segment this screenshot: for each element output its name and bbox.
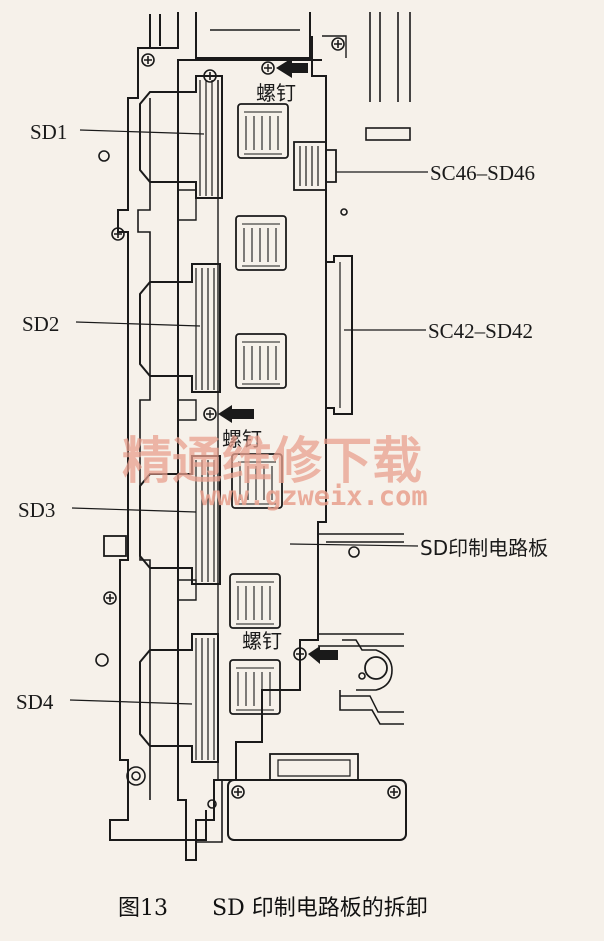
connector-sd1 [139, 75, 223, 199]
label-screw-bottom: 螺钉 [242, 629, 282, 653]
hole [340, 208, 348, 216]
figure-number: 图13 [118, 896, 168, 921]
hole [95, 653, 109, 667]
watermark-text: 精通维修下载 [122, 432, 422, 490]
ic-chips [229, 103, 289, 715]
screw-bottom [293, 646, 338, 664]
screw-hole [141, 53, 155, 67]
hole [207, 799, 217, 809]
screw-top [261, 58, 308, 78]
label-sd4: SD4 [16, 690, 54, 714]
screw-middle [203, 405, 254, 423]
ic-chip [235, 333, 287, 389]
leader-line-sd4 [69, 699, 193, 705]
leader-line-board [289, 543, 419, 547]
screw-hole [231, 785, 245, 799]
ic-chip [231, 453, 283, 509]
label-sc46: SC46–SD46 [430, 161, 535, 185]
label-screw-middle: 螺钉 [222, 427, 262, 451]
label-board: SD印制电路板 [420, 536, 548, 560]
screw-hole [111, 227, 125, 241]
arrow-icon [308, 646, 338, 664]
screw-hole [203, 69, 217, 83]
ic-chip [237, 103, 289, 159]
screw-hole [126, 766, 146, 786]
leader-line-sd1 [79, 129, 205, 135]
ic-chip [229, 659, 281, 715]
connector-sc46 [293, 141, 337, 191]
ic-chip [229, 573, 281, 629]
ic-chip [235, 215, 287, 271]
connector-sd2 [139, 263, 221, 393]
figure-title: SD 印制电路板的拆卸 [212, 896, 428, 921]
label-sd3: SD3 [18, 498, 55, 522]
label-screw-top: 螺钉 [256, 81, 296, 105]
screw-hole [387, 785, 401, 799]
screw-hole [331, 37, 345, 51]
connector-sd3 [103, 455, 221, 585]
label-sd1: SD1 [30, 120, 67, 144]
leader-line-sd2 [75, 321, 201, 327]
leader-lines [69, 129, 428, 705]
hole [98, 150, 110, 162]
screw-holes [95, 37, 401, 809]
leader-line-sd3 [71, 507, 197, 513]
arrow-icon [218, 405, 254, 423]
hole [348, 546, 360, 558]
connector-sc42 [326, 255, 353, 415]
connector-sd4 [139, 633, 219, 763]
label-sc42: SC42–SD42 [428, 319, 533, 343]
watermark-url: www.gzweix.com [200, 481, 428, 512]
hole [358, 672, 366, 680]
label-sd2: SD2 [22, 312, 59, 336]
screw-hole [103, 591, 117, 605]
arrow-icon [276, 58, 308, 78]
